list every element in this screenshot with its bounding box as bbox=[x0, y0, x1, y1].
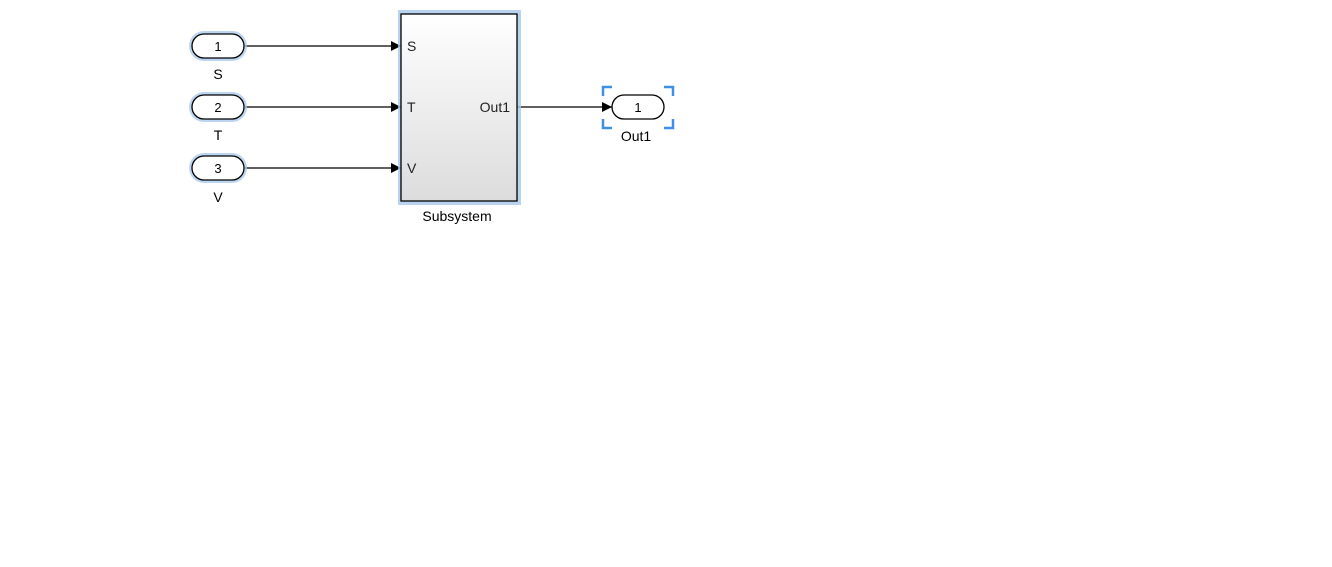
outport-block-1[interactable]: 1 bbox=[611, 94, 665, 120]
selection-brackets bbox=[601, 85, 675, 130]
inport-name: S bbox=[213, 66, 222, 82]
inport-name: T bbox=[214, 127, 223, 143]
outport-number: 1 bbox=[634, 100, 641, 115]
subsystem-input-t: T bbox=[407, 99, 416, 115]
inport-number: 3 bbox=[214, 161, 221, 176]
inport-name: V bbox=[213, 189, 223, 205]
outport-name: Out1 bbox=[621, 128, 652, 144]
subsystem-input-v: V bbox=[407, 160, 417, 176]
inport-block-3[interactable]: 3 bbox=[189, 153, 247, 183]
inport-number: 2 bbox=[214, 100, 221, 115]
inport-number: 1 bbox=[214, 39, 221, 54]
inport-block-1[interactable]: 1 bbox=[189, 31, 247, 61]
subsystem-output-out1: Out1 bbox=[480, 99, 511, 115]
subsystem-input-s: S bbox=[407, 38, 416, 54]
subsystem-block[interactable]: S T V Out1 bbox=[398, 10, 521, 205]
subsystem-name: Subsystem bbox=[422, 208, 491, 224]
inport-block-2[interactable]: 2 bbox=[189, 92, 247, 122]
